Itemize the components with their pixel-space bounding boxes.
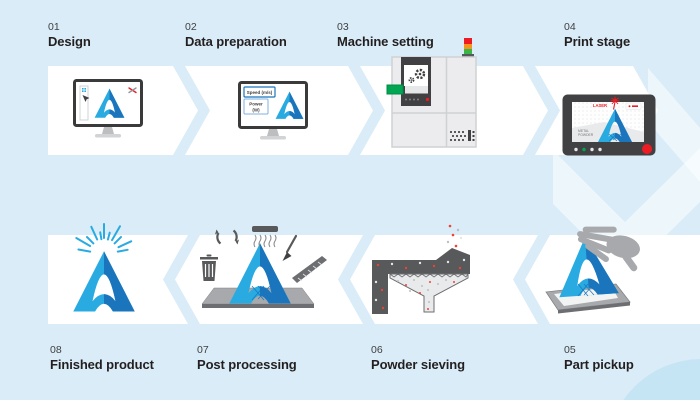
step-name: Powder sieving [371, 357, 465, 372]
power-label-line2: (W) [252, 108, 260, 113]
panel-slot [405, 86, 428, 94]
step-name: Finished product [50, 357, 154, 372]
step-number: 03 [337, 21, 349, 33]
step-label-03: 03 Machine setting [337, 21, 434, 49]
monitor-frame [73, 79, 143, 127]
printstage-illustration: LASER METAL POWDER [562, 94, 656, 156]
dataprep-illustration: Speed (m/s) Power (W) [238, 81, 308, 140]
shine-rays [75, 223, 133, 253]
design-illustration [73, 79, 143, 138]
trash-icon [200, 254, 218, 281]
partpickup-illustration [545, 226, 640, 314]
step-number: 04 [564, 21, 576, 33]
vent-grille [450, 130, 475, 141]
step-name: Design [48, 34, 91, 49]
step-label-01: 01 Design [48, 21, 91, 49]
powder-dots-dark [374, 258, 466, 310]
powder-label-line1: METAL [578, 129, 589, 133]
step-label-02: 02 Data preparation [185, 21, 287, 49]
power-label-line1: Power [249, 102, 263, 107]
monitor-base [260, 136, 286, 140]
support-lattice [251, 285, 271, 301]
support-lattice [608, 133, 622, 142]
step-label-05: 05 Part pickup [564, 344, 634, 372]
power-field [243, 98, 269, 115]
powder-label-line2: POWDER [578, 133, 594, 137]
status-chip [625, 102, 642, 110]
step-name: Part pickup [564, 357, 634, 372]
falling-powder [446, 224, 463, 254]
shower-icon [252, 226, 278, 248]
measure-tool-icon [128, 87, 137, 94]
cursor-icon [82, 95, 90, 102]
step-label-04: 04 Print stage [564, 21, 630, 49]
sieve-funnel [389, 273, 469, 313]
step-name: Data preparation [185, 34, 287, 49]
monitor-stand [102, 127, 114, 134]
brush-icon [282, 234, 298, 261]
laser-beam [610, 96, 620, 110]
indicator-lights [405, 97, 430, 102]
step-number: 08 [50, 344, 62, 356]
printer-indicator-lights [574, 147, 602, 152]
build-plate-edge [202, 304, 314, 308]
step-label-06: 06 Powder sieving [371, 344, 465, 372]
a-logo [73, 251, 134, 311]
corner-circle-decoration [623, 359, 700, 400]
file-icon [292, 256, 327, 283]
finished-illustration [46, 223, 158, 318]
cad-toolbar [79, 85, 89, 121]
hand-icon [577, 226, 640, 272]
speed-label: Speed (m/s) [247, 90, 273, 95]
gear-icon [408, 68, 426, 83]
machine-illustration [386, 38, 477, 148]
monitor-base [95, 134, 121, 138]
step-label-07: 07 Post processing [197, 344, 297, 372]
step-number: 02 [185, 21, 197, 33]
build-plate-edge [558, 302, 630, 314]
step-number: 01 [48, 21, 60, 33]
step-name: Post processing [197, 357, 297, 372]
stop-button[interactable] [642, 144, 652, 154]
sieve-mesh [389, 273, 469, 278]
laser-label: LASER [593, 103, 607, 108]
powder-dots-sieved [397, 279, 455, 310]
step-name: Machine setting [337, 34, 434, 49]
monitor-stand [267, 129, 279, 136]
step-label-08: 08 Finished product [50, 344, 154, 372]
powdersieving-illustration [372, 224, 470, 314]
grid-tool-icon [82, 88, 86, 92]
step-number: 05 [564, 344, 576, 356]
signal-tower-icon [462, 38, 474, 57]
a-logo [229, 243, 290, 303]
recycle-icon [215, 229, 239, 245]
support-lattice [577, 283, 595, 297]
sieve-chute [372, 248, 470, 314]
step-name: Print stage [564, 34, 631, 49]
door-handle[interactable] [386, 84, 404, 95]
speed-field [243, 86, 276, 98]
postprocessing-illustration [200, 226, 327, 308]
step-number: 06 [371, 344, 383, 356]
step-number: 07 [197, 344, 209, 356]
